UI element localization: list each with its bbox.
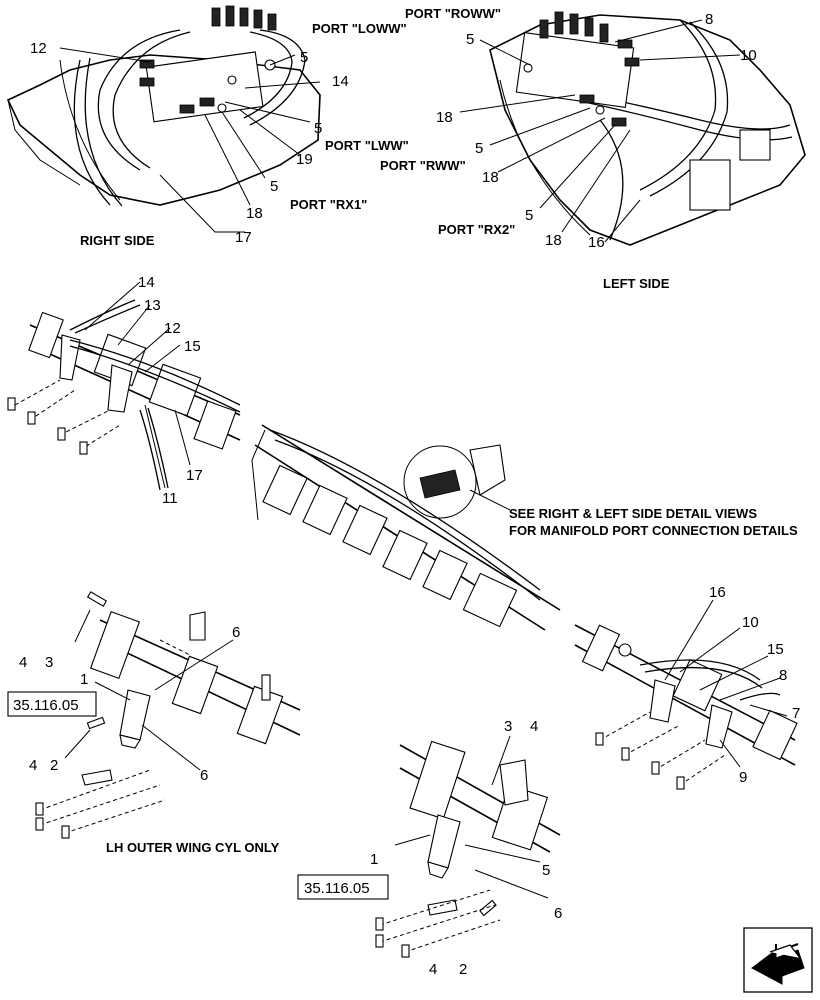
callout-13: 13 bbox=[144, 297, 161, 314]
callout-4: 4 bbox=[19, 654, 27, 671]
callout-3: 3 bbox=[45, 654, 53, 671]
callout-18: 18 bbox=[246, 205, 263, 222]
callout-18: 18 bbox=[436, 109, 453, 126]
callout-3: 3 bbox=[504, 718, 512, 735]
wing-cylinder-assembly: 3 4 1 5 6 4 2 35.116.05 bbox=[297, 718, 562, 978]
callout-7: 7 bbox=[792, 705, 800, 722]
callout-6: 6 bbox=[200, 767, 208, 784]
callout-1: 1 bbox=[370, 851, 378, 868]
port-rx1-label: PORT "RX1" bbox=[290, 197, 367, 212]
reference-box-35-116-05[interactable]: 35.116.05 bbox=[7, 691, 97, 717]
port-loww-label: PORT "LOWW" bbox=[312, 21, 407, 36]
callout-17: 17 bbox=[235, 229, 252, 246]
callout-11: 11 bbox=[162, 490, 178, 507]
reference-number: 35.116.05 bbox=[304, 880, 370, 897]
left-side-caption: LEFT SIDE bbox=[603, 276, 670, 291]
lh-outer-wing-cylinder-assembly: 4 3 6 1 4 2 6 35.116.05 LH OUTER WING CY… bbox=[7, 591, 301, 855]
callout-14: 14 bbox=[138, 274, 155, 291]
right-wing-hose-assembly: 14 13 12 15 17 11 bbox=[7, 274, 241, 507]
callout-15: 15 bbox=[767, 641, 784, 658]
lh-outer-wing-caption: LH OUTER WING CYL ONLY bbox=[106, 840, 280, 855]
callout-18: 18 bbox=[482, 169, 499, 186]
callout-5: 5 bbox=[475, 140, 483, 157]
see-detail-note-line2: FOR MANIFOLD PORT CONNECTION DETAILS bbox=[509, 523, 798, 538]
manifold-fittings-right bbox=[139, 5, 277, 114]
callout-1: 1 bbox=[80, 671, 88, 688]
callout-14: 14 bbox=[332, 73, 349, 90]
main-toolbar-frame: SEE RIGHT & LEFT SIDE DETAIL VIEWS FOR M… bbox=[251, 424, 798, 631]
callout-10: 10 bbox=[740, 47, 757, 64]
port-rww-label: PORT "RWW" bbox=[380, 158, 466, 173]
callout-8: 8 bbox=[705, 11, 713, 28]
callout-10: 10 bbox=[742, 614, 759, 631]
navigation-arrow-icon[interactable] bbox=[743, 927, 813, 993]
port-roww-label: PORT "ROWW" bbox=[405, 6, 501, 21]
callout-4: 4 bbox=[429, 961, 437, 978]
see-detail-note-line1: SEE RIGHT & LEFT SIDE DETAIL VIEWS bbox=[509, 506, 757, 521]
callout-8: 8 bbox=[779, 667, 787, 684]
callout-17: 17 bbox=[186, 467, 203, 484]
callout-5: 5 bbox=[466, 31, 474, 48]
callout-2: 2 bbox=[459, 961, 467, 978]
reference-number: 35.116.05 bbox=[13, 697, 79, 714]
callout-6: 6 bbox=[232, 624, 240, 641]
callout-4: 4 bbox=[29, 757, 37, 774]
callout-2: 2 bbox=[50, 757, 58, 774]
callout-5: 5 bbox=[300, 49, 308, 66]
callout-12: 12 bbox=[164, 320, 181, 337]
callout-15: 15 bbox=[184, 338, 201, 355]
callout-9: 9 bbox=[739, 769, 747, 786]
callout-4: 4 bbox=[530, 718, 538, 735]
reference-box-35-116-05[interactable]: 35.116.05 bbox=[297, 874, 389, 900]
callout-16: 16 bbox=[588, 234, 605, 251]
left-side-detail-view: 8 5 10 18 5 18 5 18 16 PORT "ROWW" PORT … bbox=[380, 6, 806, 291]
port-lww-label: PORT "LWW" bbox=[325, 138, 409, 153]
callout-5: 5 bbox=[542, 862, 550, 879]
left-wing-hose-assembly: 16 10 15 8 7 9 bbox=[574, 584, 800, 790]
callout-12: 12 bbox=[30, 40, 47, 57]
callout-18: 18 bbox=[545, 232, 562, 249]
manifold-fittings-left bbox=[523, 11, 640, 127]
callout-6: 6 bbox=[554, 905, 562, 922]
callout-16: 16 bbox=[709, 584, 726, 601]
callout-5: 5 bbox=[314, 120, 322, 137]
callout-5: 5 bbox=[270, 178, 278, 195]
callout-5: 5 bbox=[525, 207, 533, 224]
hydraulic-cylinder-center bbox=[427, 814, 461, 869]
right-side-caption: RIGHT SIDE bbox=[80, 233, 155, 248]
right-side-detail-view: 12 5 14 5 19 5 18 17 PORT "LOWW" PORT "L… bbox=[6, 5, 409, 248]
callout-19: 19 bbox=[296, 151, 313, 168]
port-rx2-label: PORT "RX2" bbox=[438, 222, 515, 237]
